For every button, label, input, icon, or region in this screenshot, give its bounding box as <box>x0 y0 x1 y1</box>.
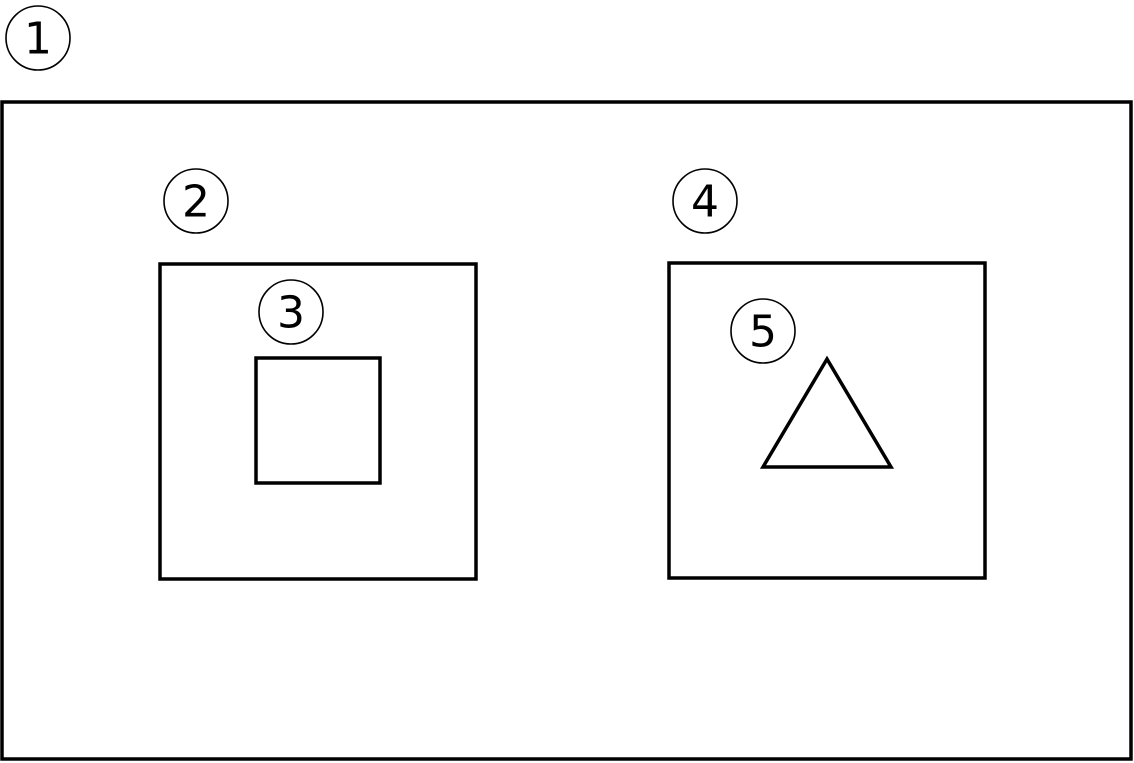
right-box <box>667 261 987 580</box>
badge-outer-frame-label: 1 <box>24 14 52 65</box>
triangle <box>759 355 895 469</box>
left-box <box>158 262 478 581</box>
badge-left-box: 2 <box>163 168 229 234</box>
badge-right-box-label: 4 <box>691 177 719 228</box>
badge-triangle: 5 <box>730 298 796 364</box>
badge-triangle-label: 5 <box>749 307 777 358</box>
badge-inner-square: 3 <box>258 279 324 345</box>
badge-outer-frame: 1 <box>5 5 71 71</box>
inner-square <box>254 356 382 485</box>
badge-left-box-label: 2 <box>182 177 210 228</box>
badge-inner-square-label: 3 <box>277 288 305 339</box>
outer-frame <box>0 100 1133 761</box>
badge-right-box: 4 <box>672 168 738 234</box>
